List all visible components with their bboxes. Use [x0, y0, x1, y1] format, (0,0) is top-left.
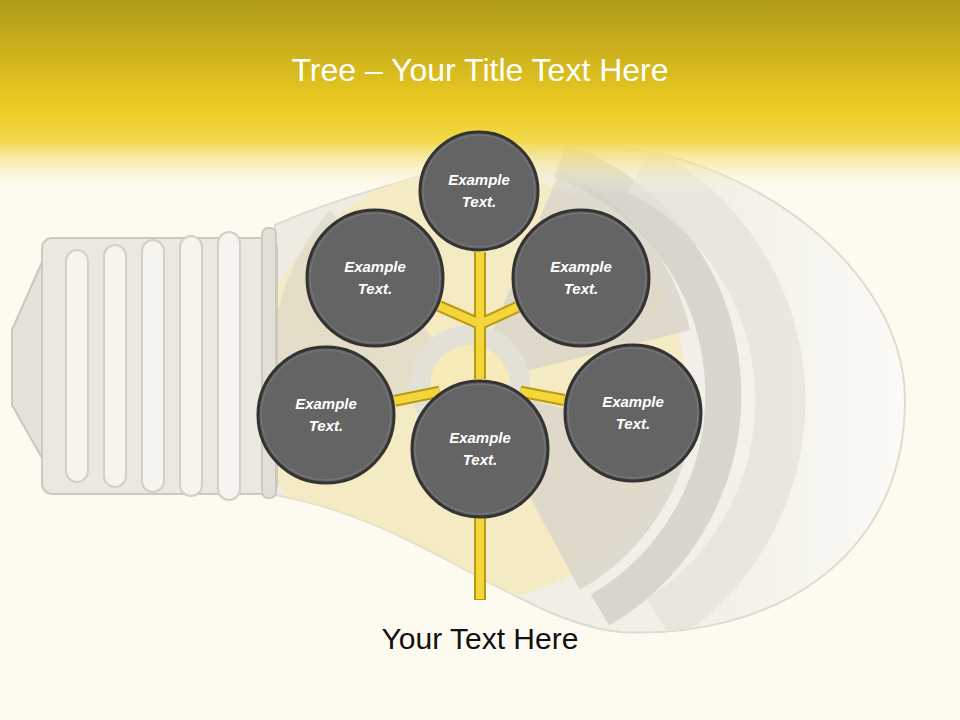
circle-shape — [305, 208, 445, 348]
example-circle: Example Text. — [305, 208, 445, 348]
circle-content: Example Text. — [563, 343, 703, 483]
circle-inner-ring — [261, 350, 391, 480]
circle-shape — [511, 208, 651, 348]
circle-fill — [565, 345, 701, 481]
branch-outline — [439, 306, 480, 379]
example-circle: Example Text. — [511, 208, 651, 348]
circle-inner-ring — [423, 135, 535, 247]
circle-inner-ring — [568, 348, 698, 478]
example-circle: Example Text. — [256, 345, 396, 485]
circle-fill — [412, 381, 548, 517]
slide-caption: Your Text Here — [20, 622, 940, 656]
circle-label: Example Text. — [439, 169, 519, 214]
circle-label: Example Text. — [593, 391, 673, 436]
circle-fill — [258, 347, 394, 483]
circle-inner-ring — [516, 213, 646, 343]
circle-content: Example Text. — [511, 208, 651, 348]
circle-inner-ring — [310, 213, 440, 343]
circle-shape — [410, 379, 550, 519]
circle-content: Example Text. — [305, 208, 445, 348]
circle-label: Example Text. — [440, 427, 520, 472]
circle-fill — [420, 132, 538, 250]
bulb-base — [12, 228, 277, 500]
circle-label: Example Text. — [286, 393, 366, 438]
circle-content: Example Text. — [256, 345, 396, 485]
tree-branch — [480, 307, 517, 379]
tree-trunk — [480, 512, 481, 600]
tree-branch — [439, 306, 480, 379]
circle-content: Example Text. — [418, 130, 540, 252]
circle-shape — [563, 343, 703, 483]
circle-fill — [307, 210, 443, 346]
branch-outline — [480, 307, 517, 379]
example-circle: Example Text. — [418, 130, 540, 252]
example-circle: Example Text. — [410, 379, 550, 519]
circle-shape — [418, 130, 540, 252]
circle-label: Example Text. — [335, 256, 415, 301]
example-circle: Example Text. — [563, 343, 703, 483]
circle-content: Example Text. — [410, 379, 550, 519]
circle-shape — [256, 345, 396, 485]
circle-label: Example Text. — [541, 256, 621, 301]
bulb-glass — [255, 144, 905, 632]
circle-fill — [513, 210, 649, 346]
slide-title: Tree – Your Title Text Here — [20, 52, 940, 89]
circle-inner-ring — [415, 384, 545, 514]
